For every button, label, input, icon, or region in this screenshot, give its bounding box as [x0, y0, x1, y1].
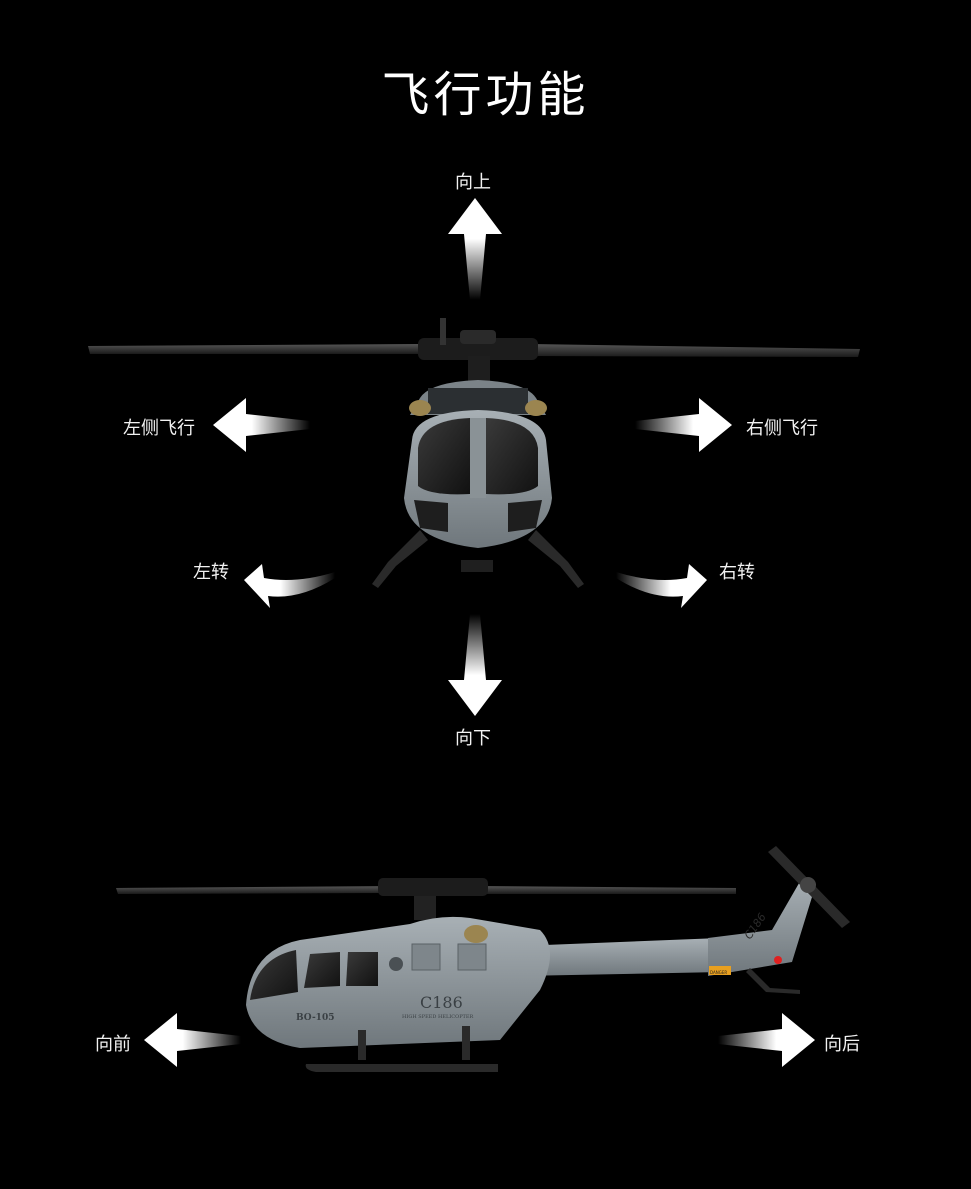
label-right-side: 右侧飞行 — [746, 418, 818, 439]
side-rotor-blade-right — [475, 886, 736, 894]
windshield-right — [486, 418, 538, 495]
arrow-forward-icon — [144, 1013, 241, 1067]
arrow-backward-icon — [718, 1013, 815, 1067]
helicopter-front-view — [88, 318, 860, 588]
helicopter-side-view — [116, 846, 850, 1072]
label-backward: 向后 — [824, 1034, 860, 1055]
arrow-up-icon — [448, 198, 502, 300]
arrow-down-icon — [448, 614, 502, 716]
page-title: 飞行功能 — [381, 67, 590, 123]
arrow-right-icon — [635, 398, 732, 452]
model-subtitle-text: HIGH SPEED HELICOPTER — [402, 1014, 474, 1020]
arrow-left-icon — [213, 398, 310, 452]
model-text: C186 — [420, 993, 463, 1012]
label-forward: 向前 — [95, 1034, 131, 1055]
rotor-blade-right — [530, 344, 860, 357]
rotor-blade-left — [88, 344, 420, 354]
label-left-side: 左侧飞行 — [123, 418, 195, 439]
label-down: 向下 — [455, 728, 491, 749]
label-turn-left: 左转 — [193, 562, 229, 583]
turn-right-icon — [616, 564, 707, 608]
windshield-left — [418, 418, 470, 495]
turn-left-icon — [244, 564, 335, 608]
warning-text: DANGER — [710, 970, 727, 975]
label-turn-right: 右转 — [719, 562, 755, 583]
label-up: 向上 — [455, 172, 491, 193]
registration-text: BO-105 — [296, 1013, 334, 1023]
side-rotor-blade-left — [116, 886, 395, 894]
